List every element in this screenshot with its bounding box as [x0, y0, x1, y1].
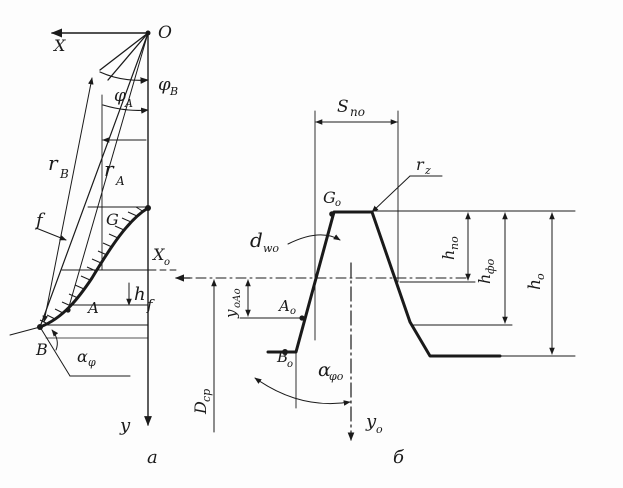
label-h-pa: h — [439, 250, 458, 260]
phi-a-arc — [102, 104, 149, 114]
radius-to-B — [39, 32, 149, 328]
radius-line-2 — [107, 32, 149, 81]
label-h-sub: f — [146, 296, 155, 314]
label-d-sub: wo — [263, 242, 279, 255]
alpha0-arc — [254, 377, 351, 406]
label-h0: h — [525, 279, 545, 290]
dw0-leader — [287, 234, 341, 245]
label-h-fo-sub: фо — [484, 258, 497, 274]
label-y: y — [119, 415, 131, 436]
label-r-b: r — [48, 151, 59, 175]
point-g0 — [329, 211, 335, 217]
rz-leader — [371, 175, 411, 213]
label-a: A — [86, 299, 99, 317]
alpha-arc — [51, 329, 59, 351]
label-b0-sub: o — [287, 359, 293, 370]
label-alpha: α — [77, 347, 88, 366]
label-h-pa-sub: по — [448, 236, 461, 250]
label-a0: A — [277, 297, 290, 315]
label-phi-a: φ — [114, 86, 126, 106]
label-s-sub: по — [350, 105, 365, 119]
label-g: G — [106, 210, 119, 229]
label-alpha0-sub: φo — [329, 370, 344, 383]
label-r: r — [416, 155, 425, 174]
label-o: O — [158, 23, 172, 43]
point-a — [65, 307, 71, 313]
profile-hatching — [39, 206, 145, 325]
point-b0 — [282, 349, 288, 355]
tooth-profile-curve — [38, 206, 150, 329]
right-figure — [175, 110, 576, 441]
label-x0: X — [151, 245, 165, 264]
label-d: d — [250, 228, 263, 252]
label-g0: G — [323, 188, 336, 207]
phi-b-arc — [99, 71, 149, 84]
label-g0-sub: o — [335, 198, 341, 209]
label-b0: B — [276, 348, 288, 366]
rack-profile — [266, 210, 502, 358]
caption-a: a — [147, 447, 158, 468]
label-d-cp: D — [191, 401, 210, 415]
label-r-b-sub: B — [59, 167, 69, 181]
label-d-cp-sub: cp — [200, 389, 213, 402]
point-g — [145, 205, 151, 211]
left-figure — [9, 28, 177, 426]
labels: O X φ B φ A r B r A f G X o A h f B α φ … — [34, 23, 547, 468]
label-h-fo: h — [475, 274, 494, 284]
f-arrow — [35, 227, 67, 241]
label-r-sub: z — [424, 164, 431, 177]
alpha-leader-1 — [39, 326, 71, 377]
label-phi-b: φ — [158, 74, 171, 95]
label-y0-sub: o — [376, 423, 383, 436]
label-x: X — [52, 36, 66, 55]
label-alpha-sub: φ — [88, 356, 96, 369]
label-r-a: r — [104, 157, 115, 181]
label-phi-a-sub: A — [124, 97, 133, 110]
label-h: h — [134, 284, 146, 305]
label-y0: y — [365, 411, 377, 432]
label-y-ao-sub: оАо — [232, 288, 243, 308]
label-x0-sub: o — [164, 257, 170, 268]
label-phi-b-sub: B — [169, 85, 178, 98]
b-extension — [9, 326, 41, 336]
label-alpha0: α — [318, 359, 331, 381]
label-y-ao: y — [222, 309, 240, 319]
label-h0-sub: o — [534, 273, 547, 280]
rb-dimension — [42, 77, 94, 323]
label-s: S — [337, 97, 349, 117]
radius-line-1 — [99, 32, 149, 71]
label-r-a-sub: A — [115, 174, 125, 188]
label-b: B — [35, 340, 48, 359]
caption-b: б — [393, 447, 405, 468]
label-a0-sub: o — [290, 306, 296, 317]
label-f: f — [34, 210, 46, 231]
